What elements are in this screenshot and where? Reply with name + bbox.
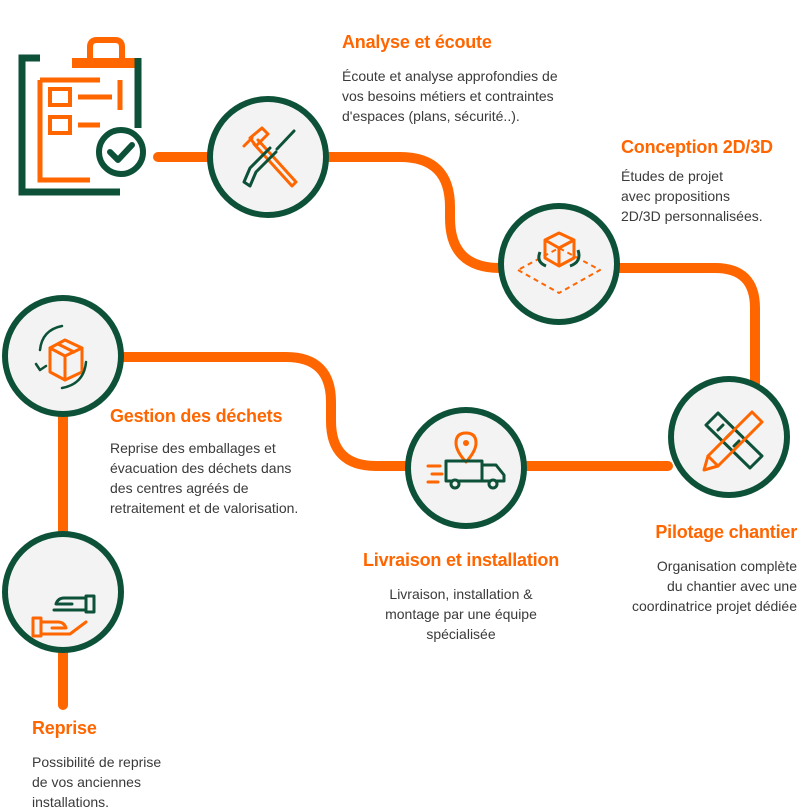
ruler-pencil-icon (702, 410, 764, 472)
step-1-description: Écoute et analyse approfondies de vos be… (342, 68, 558, 124)
step-6-title: Reprise (32, 718, 97, 738)
delivery-truck-icon (426, 431, 506, 490)
3d-box-icon (517, 231, 601, 294)
step-2-circle (498, 203, 620, 325)
tools-icon (242, 126, 298, 188)
step-6-description: Possibilité de reprise de vos anciennes … (32, 754, 162, 810)
hand-exchange-icon (31, 594, 96, 638)
step-1-circle (207, 96, 329, 218)
step-1-title: Analyse et écoute (342, 32, 492, 52)
clipboard-checklist-icon (18, 37, 146, 196)
step-2-title: Conception 2D/3D (621, 137, 773, 157)
recycle-box-icon (34, 324, 88, 390)
step-2-description: Études de projet avec propositions 2D/3D… (621, 168, 763, 224)
step-5-circle (2, 295, 124, 417)
step-4-circle (405, 407, 527, 529)
step-3-description: Organisation complète du chantier avec u… (632, 558, 797, 614)
step-4-description: Livraison, installation & montage par un… (385, 586, 537, 642)
step-4-title: Livraison et installation (362, 550, 560, 570)
step-3-circle (668, 376, 790, 498)
process-path (58, 152, 760, 710)
step-5-description: Reprise des emballages et évacuation des… (110, 440, 299, 516)
step-6-circle (2, 531, 124, 653)
step-3-title: Pilotage chantier (655, 522, 797, 542)
step-5-title: Gestion des déchets (110, 406, 283, 426)
